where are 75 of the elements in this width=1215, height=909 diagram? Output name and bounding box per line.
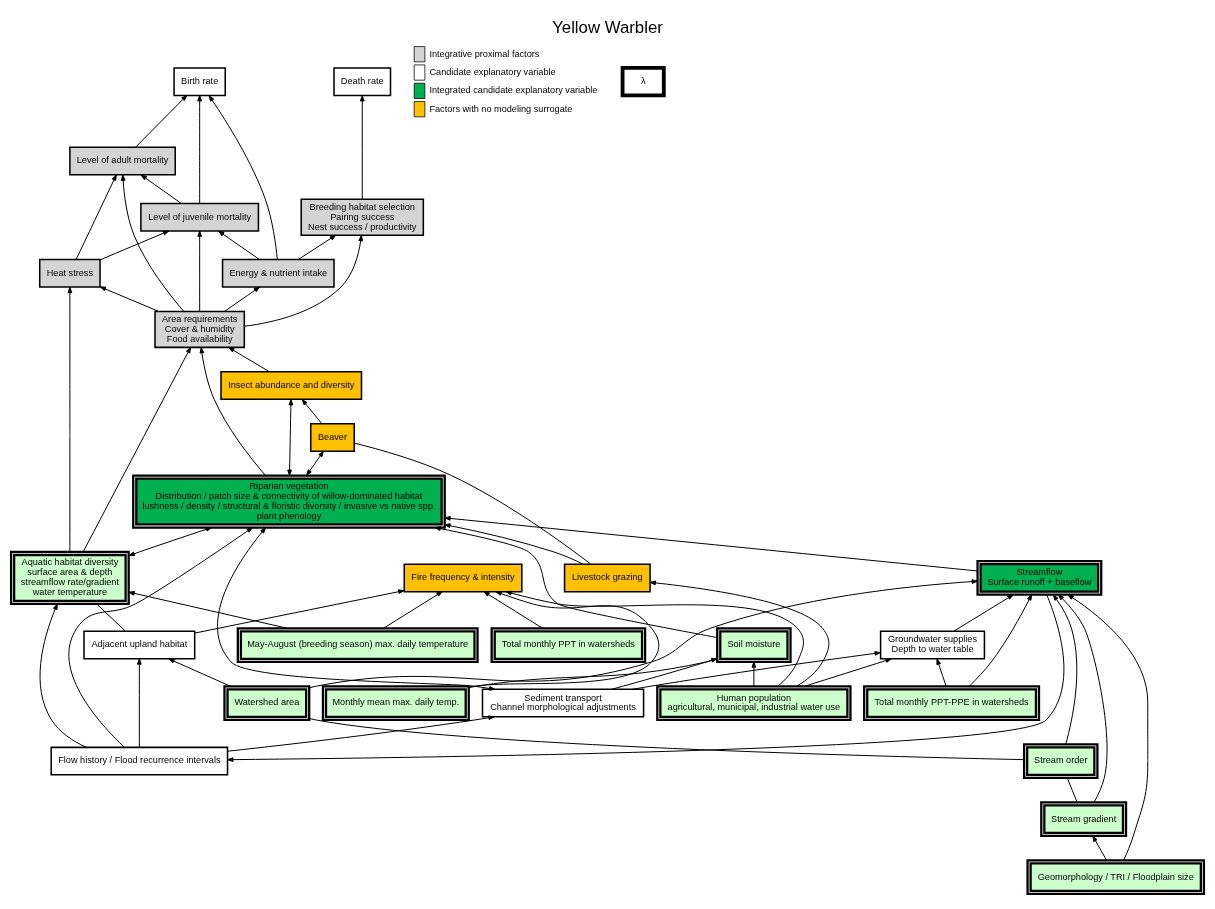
node-box: Area requirements Cover & humidity Food availability: [154, 310, 246, 348]
arrow: [39, 603, 88, 748]
diagram-title: Yellow Warbler: [552, 17, 663, 37]
node-box: Birth rate: [173, 66, 226, 96]
connector: [353, 442, 592, 565]
arrow: [68, 526, 253, 748]
arrow: [444, 515, 978, 571]
arrow: [128, 590, 288, 629]
arrow: [199, 346, 266, 476]
node-box: Breeding habitat selection Pairing success Nest success / productivity: [300, 198, 425, 236]
arrow: [505, 590, 804, 687]
arrow: [751, 660, 757, 687]
node-box: Level of adult mortality: [69, 146, 176, 176]
arrow: [468, 590, 660, 688]
legend-label: Factors with no modeling surrogate: [429, 103, 573, 114]
arrow: [135, 94, 188, 148]
arrow: [483, 590, 544, 629]
arrow: [208, 94, 278, 260]
node-box: Adjacent upland habitat: [83, 630, 196, 660]
node-box: Livestock grazing: [563, 562, 651, 592]
arrow: [197, 94, 203, 204]
legend-label: Integrated candidate explanatory variable: [429, 84, 598, 95]
node-box: Heat stress: [38, 258, 101, 288]
arrow: [218, 230, 260, 260]
node-box: Death rate: [333, 66, 392, 96]
arrow: [953, 593, 1014, 632]
arrow: [224, 286, 261, 312]
arrow: [1057, 593, 1108, 803]
arrow: [217, 526, 496, 691]
arrow: [99, 285, 160, 312]
arrow: [75, 174, 117, 260]
arrow: [1067, 593, 1149, 861]
arrow: [168, 657, 232, 687]
node-box: Groundwater supplies Depth to water table: [879, 630, 986, 660]
arrow: [120, 174, 185, 312]
arrow: [228, 346, 270, 372]
arrow: [99, 229, 170, 260]
legend-label: Candidate explanatory variable: [429, 66, 556, 77]
node-box: Beaver: [309, 422, 355, 452]
arrow: [67, 286, 73, 552]
arrow: [137, 657, 142, 748]
arrow: [936, 658, 947, 687]
arrow: [444, 522, 584, 565]
connector: [308, 717, 1025, 760]
arrow: [804, 657, 892, 687]
node-box: λ: [620, 65, 666, 97]
connector: [96, 602, 126, 632]
arrow: [82, 346, 192, 552]
arrow: [287, 398, 294, 476]
arrow: [968, 593, 1033, 687]
node-box: Insect abundance and diversity: [220, 370, 363, 400]
arrow: [243, 234, 364, 327]
arrow: [227, 593, 1065, 762]
node-box: Energy & nutrient intake: [221, 258, 335, 288]
arrow: [649, 580, 830, 687]
arrow: [128, 526, 213, 556]
arrow: [301, 398, 323, 424]
arrow: [1052, 593, 1078, 745]
arrow: [227, 714, 495, 752]
node-box: Flow history / Flood recurrence intervals: [50, 746, 229, 776]
arrow: [359, 94, 365, 200]
arrow: [140, 174, 182, 204]
node-box: Fire frequency & intensity: [403, 562, 523, 592]
arrow: [194, 588, 405, 634]
arrow: [382, 590, 443, 629]
arrow: [631, 650, 881, 690]
arrow: [308, 578, 978, 688]
arrow: [197, 230, 203, 312]
arrow: [1092, 834, 1108, 861]
legend-label: Integrative proximal factors: [429, 48, 540, 59]
node-box: Level of juvenile mortality: [140, 202, 260, 232]
arrow: [306, 450, 324, 476]
connector: [1066, 776, 1078, 803]
arrow: [434, 525, 718, 638]
arrow: [297, 234, 337, 260]
